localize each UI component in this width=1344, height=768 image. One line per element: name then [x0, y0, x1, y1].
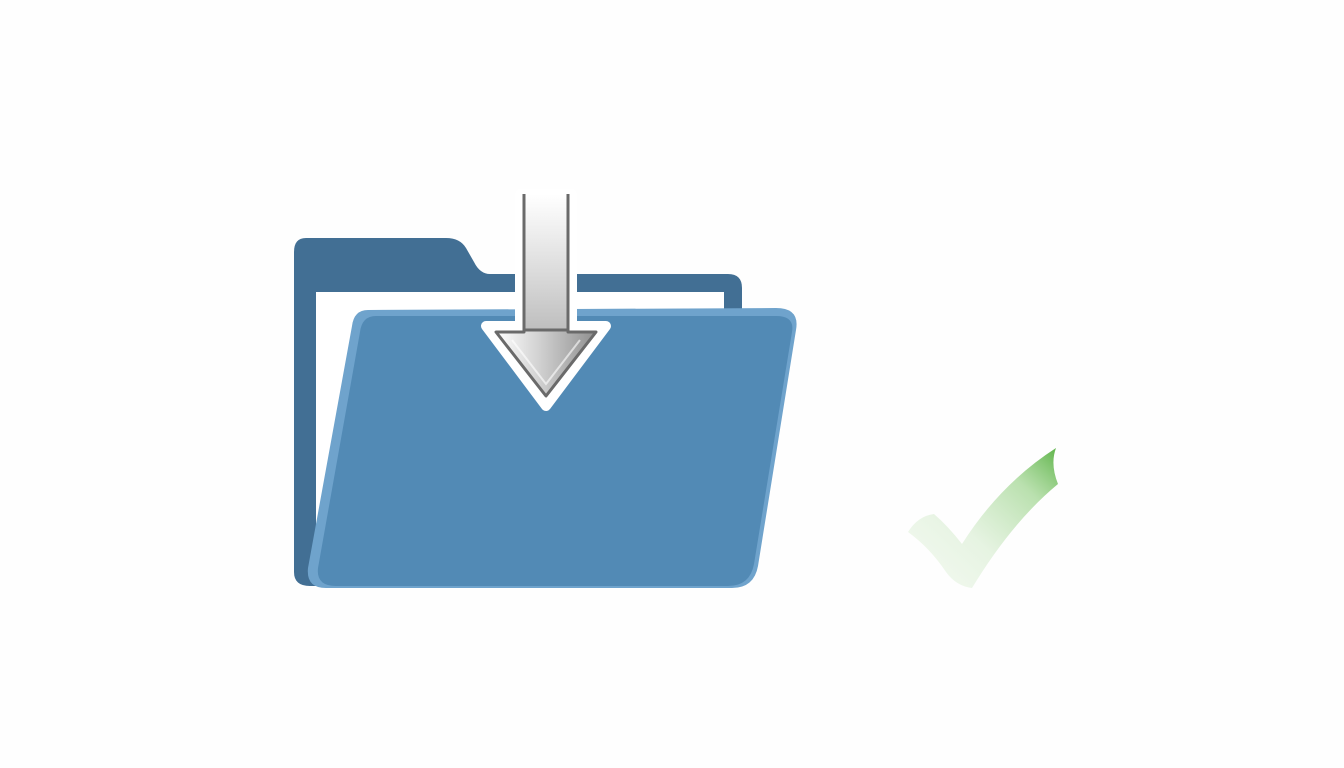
folder-download-illustration: [280, 180, 820, 600]
checkmark-icon: [908, 448, 1058, 588]
folder-front: [317, 316, 793, 586]
folder-icon: [294, 189, 797, 588]
checkmark-illustration: [900, 440, 1070, 600]
download-arrow-icon: [481, 189, 611, 411]
